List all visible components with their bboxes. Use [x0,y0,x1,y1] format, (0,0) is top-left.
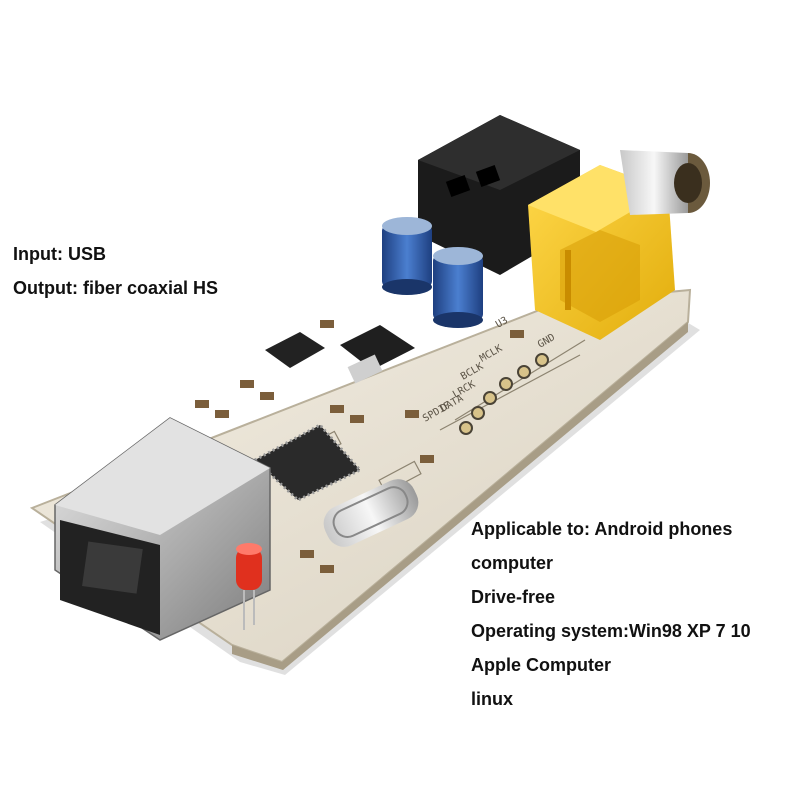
silk-label-u3: U3 [494,315,510,331]
ic-chip-small [265,332,325,368]
driver-spec: Drive-free [471,587,556,607]
apple-spec: Apple Computer [471,655,612,675]
crystal-oscillator [323,479,419,547]
capacitor-right [433,247,483,328]
left-spec-block: Input: USB Output: fiber coaxial HS [13,243,218,311]
voltage-regulator [340,325,415,384]
computer-spec: computer [471,553,554,573]
output-spec: Output: fiber coaxial HS [13,278,219,298]
linux-spec: linux [471,689,514,709]
input-spec: Input: USB [13,244,106,264]
smd-components [195,320,524,573]
ic-chip-main [252,423,363,502]
os-spec: Operating system:Win98 XP 7 10 [471,621,751,641]
usb-b-connector [54,417,271,641]
header-pins [459,353,549,435]
rca-connector [620,150,710,215]
applicable-spec: Applicable to: Android phones [471,519,733,539]
red-led [236,543,262,630]
capacitor-left [382,217,432,295]
right-spec-block: Applicable to: Android phones computer D… [471,518,751,722]
